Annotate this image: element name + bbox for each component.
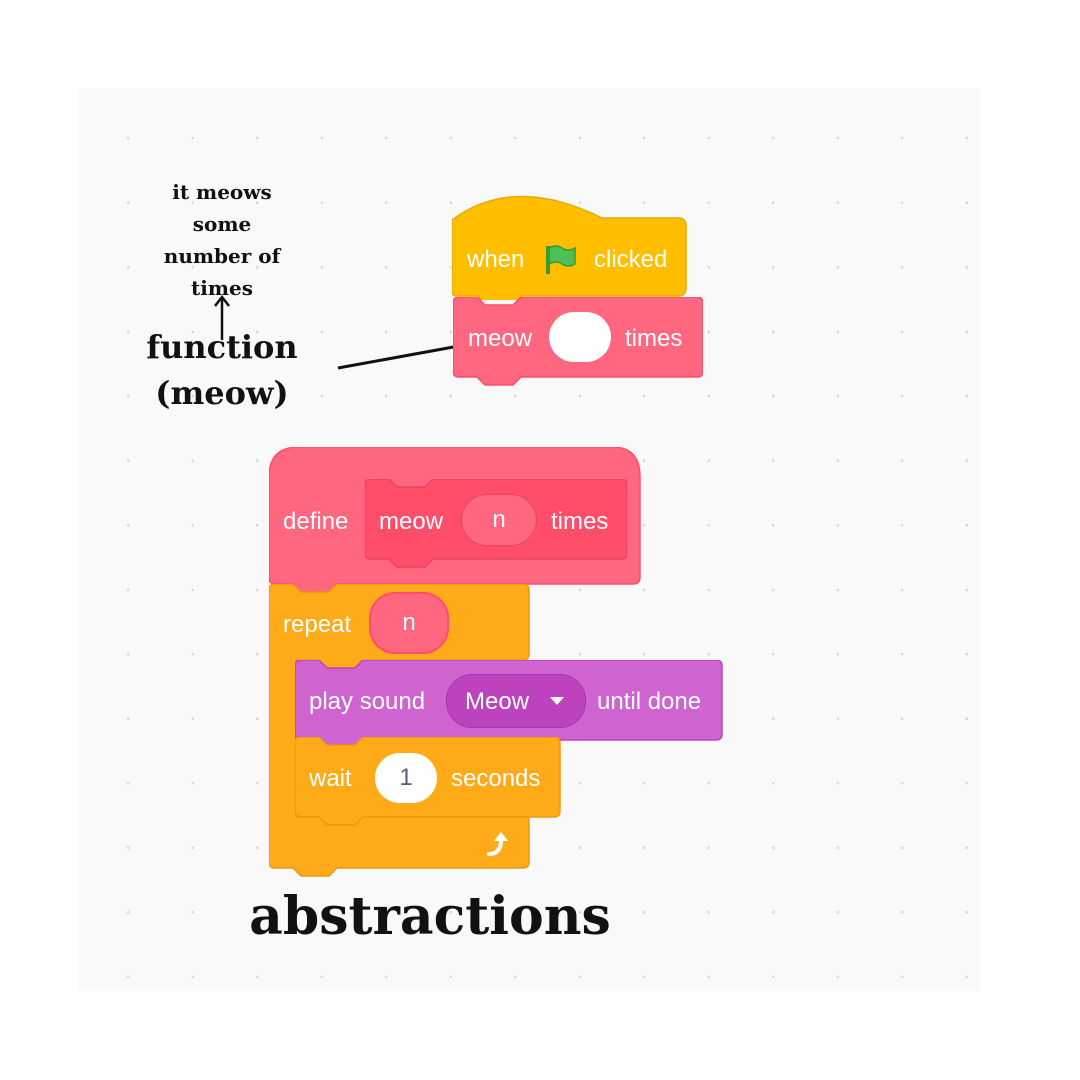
dropdown-caret-icon: [550, 697, 564, 705]
play-sound-label: play sound: [309, 688, 426, 715]
loop-arrow-icon: [487, 832, 508, 856]
param-n-reporter[interactable]: n: [461, 494, 537, 546]
note-line: number of: [163, 244, 281, 268]
repeat-block[interactable]: repeat n: [269, 584, 531, 884]
define-label: define: [283, 508, 349, 535]
sound-dropdown-value: Meow: [465, 688, 530, 715]
until-done-label: until done: [597, 688, 702, 715]
when-flag-clicked-block[interactable]: when clicked: [452, 190, 688, 300]
wait-label: wait: [309, 765, 352, 792]
meow-call-label: meow: [468, 325, 533, 352]
wait-seconds-input[interactable]: 1: [375, 753, 437, 803]
seconds-label: seconds: [451, 765, 541, 792]
define-name-label: meow: [379, 508, 444, 535]
times-label: times: [625, 325, 683, 352]
function-label-line: function: [146, 328, 298, 366]
meow-times-call-block[interactable]: meow times: [453, 297, 703, 389]
clicked-label: clicked: [594, 246, 668, 273]
sound-dropdown[interactable]: Meow: [446, 674, 586, 728]
function-label-line: (meow): [155, 374, 289, 412]
function-label: function (meow): [132, 324, 312, 416]
up-arrow-icon: [214, 294, 230, 340]
play-sound-until-done-block[interactable]: play sound Meow until done: [295, 660, 724, 750]
wait-seconds-block[interactable]: wait 1 seconds: [295, 737, 562, 829]
note-line: some: [192, 212, 252, 236]
define-times-label: times: [551, 508, 609, 535]
when-label: when: [467, 246, 525, 273]
note-line: it meows: [172, 180, 272, 204]
annotation-note: it meows some number of times: [132, 176, 312, 304]
abstractions-caption: abstractions: [249, 886, 611, 947]
define-meow-block[interactable]: define meow n times: [269, 447, 642, 597]
repeat-count-reporter[interactable]: n: [369, 592, 449, 654]
green-flag-icon[interactable]: [544, 242, 578, 276]
repeat-label: repeat: [283, 611, 352, 638]
define-prototype[interactable]: meow n times: [365, 479, 627, 569]
times-input[interactable]: [549, 312, 611, 362]
